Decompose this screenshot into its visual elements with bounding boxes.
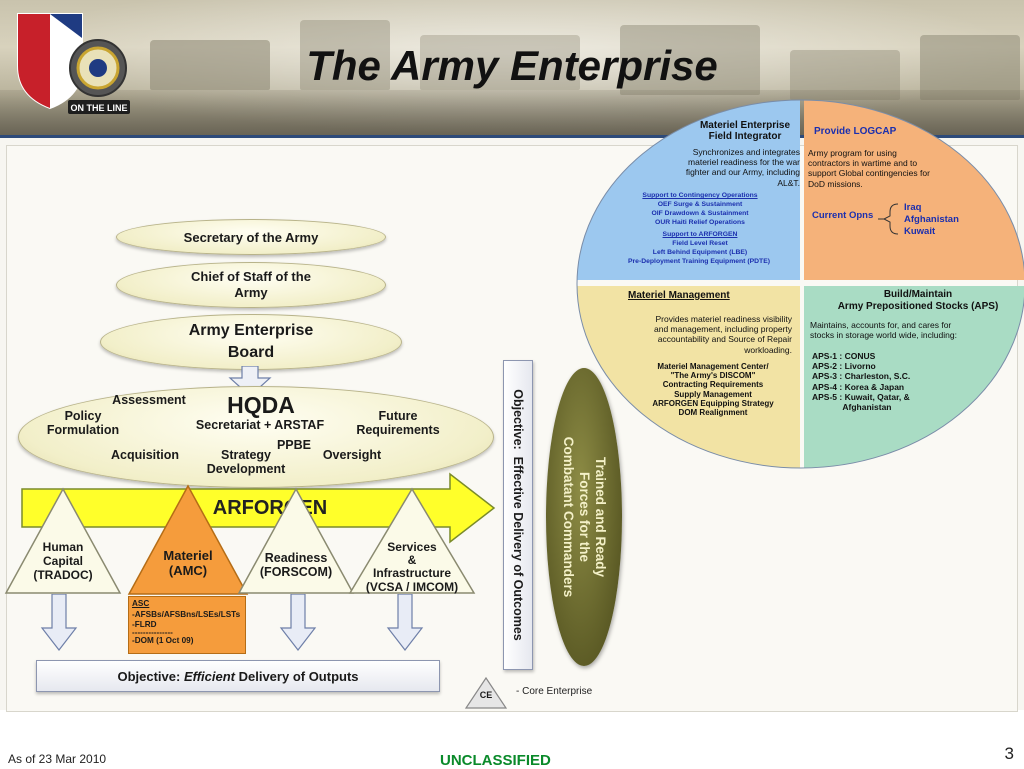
hqda-title: HQDA bbox=[227, 392, 295, 418]
tl-link2: Support to ARFORGEN bbox=[662, 231, 738, 238]
tr-title: Provide LOGCAP bbox=[814, 126, 897, 137]
army-enterprise-board-oval: Army Enterprise Board bbox=[100, 314, 402, 370]
effective-delivery-bar: Objective: Effective Delivery of Outcome… bbox=[503, 360, 533, 670]
br-title: Build/Maintain Army Prepositioned Stocks… bbox=[837, 289, 999, 312]
pillar-materiel bbox=[127, 484, 249, 595]
future-requirements-label: Future Requirements bbox=[356, 409, 440, 438]
strategy-label: Strategy Development bbox=[206, 448, 286, 477]
amc-box-line2: -AFSBs/AFSBns/LSEs/LSTs bbox=[132, 609, 241, 619]
amc-box-line4: --------------- bbox=[132, 627, 173, 637]
tl-title: Materiel Enterprise Field Integrator bbox=[699, 120, 791, 142]
readiness-label: Readiness (FORSCOM) bbox=[259, 551, 333, 580]
amc-box-line1: ASC bbox=[132, 599, 150, 608]
arforgen-arrow bbox=[21, 472, 496, 544]
oversight-label: Oversight bbox=[322, 448, 382, 462]
chief-label-2: Army bbox=[234, 285, 268, 300]
efficient-suffix: Delivery of Outputs bbox=[235, 668, 359, 684]
br-body: Maintains, accounts for, and cares for s… bbox=[810, 320, 957, 341]
hqda-oval bbox=[18, 386, 494, 488]
down-arrow-1 bbox=[40, 594, 78, 651]
tr-loc-1: Afghanistan bbox=[904, 214, 959, 225]
tl-item1-1: OIF Drawdown & Sustainment bbox=[651, 210, 749, 217]
bl-title: Materiel Management bbox=[628, 290, 730, 301]
secretary-label: Secretary of the Army bbox=[183, 229, 319, 245]
chief-label-1: Chief of Staff of the bbox=[191, 268, 311, 284]
materiel-label: Materiel (AMC) bbox=[163, 548, 213, 578]
bl-items: Materiel Management Center/ "The Army's … bbox=[652, 362, 774, 417]
down-arrow-3 bbox=[386, 594, 424, 651]
secretary-oval: Secretary of the Army bbox=[116, 219, 386, 255]
br-items: APS-1 : CONUS APS-2 : Livorno APS-3 : Ch… bbox=[812, 351, 911, 412]
header-banner bbox=[0, 0, 1024, 135]
services-label: Services & Infrastructure (VCSA / IMCOM) bbox=[365, 540, 459, 594]
assessment-label: Assessment bbox=[112, 393, 186, 407]
pillar-readiness bbox=[237, 487, 355, 594]
tl-item2-2: Pre-Deployment Training Equipment (PDTE) bbox=[628, 258, 770, 265]
tr-body: Army program for using contractors in wa… bbox=[808, 148, 930, 189]
tr-loc-0: Iraq bbox=[904, 202, 922, 213]
tr-current-opns: Current Opns bbox=[812, 210, 874, 221]
page-number: 3 bbox=[1004, 744, 1014, 763]
tl-item1-0: OEF Surge & Sustainment bbox=[657, 201, 743, 208]
chief-of-staff-oval: Chief of Staff of the Army bbox=[116, 262, 386, 308]
tr-loc-2: Kuwait bbox=[904, 226, 936, 237]
effective-label: Objective: Effective Delivery of Outcome… bbox=[511, 389, 525, 641]
board-label-1: Army Enterprise bbox=[188, 322, 314, 340]
header-divider bbox=[0, 135, 1024, 138]
legend-symbol: CE bbox=[479, 690, 493, 700]
trained-ready-oval: Trained and Ready Forces for the Combata… bbox=[546, 368, 622, 666]
amc-box-line3: -FLRD bbox=[132, 620, 157, 630]
tl-item2-0: Field Level Reset bbox=[672, 240, 728, 247]
human-capital-label: Human Capital (TRADOC) bbox=[33, 540, 93, 582]
legend-text: - Core Enterprise bbox=[516, 686, 593, 697]
pillar-services bbox=[348, 487, 476, 594]
efficient-delivery-bar: Objective: Efficient Delivery of Outputs bbox=[36, 660, 440, 692]
hqda-subtitle: Secretariat + ARSTAF bbox=[195, 418, 325, 432]
pillar-human-capital bbox=[4, 487, 122, 594]
tr-bracket bbox=[878, 203, 899, 235]
policy-label: Policy Formulation bbox=[46, 409, 120, 438]
acquisition-label: Acquisition bbox=[110, 448, 180, 462]
amc-box: ASC -AFSBs/AFSBns/LSEs/LSTs -FLRD ------… bbox=[128, 596, 246, 654]
tl-link1: Support to Contingency Operations bbox=[642, 192, 758, 199]
board-label-2: Board bbox=[227, 344, 275, 361]
amc-box-line5: -DOM (1 Oct 09) bbox=[132, 635, 194, 645]
tl-body: Synchronizes and integrates materiel rea… bbox=[685, 147, 800, 188]
amc-logo: ON THE LINE bbox=[17, 13, 130, 114]
footer-date: As of 23 Mar 2010 bbox=[8, 752, 107, 766]
slide-title: The Army Enterprise bbox=[306, 42, 718, 89]
legend-triangle bbox=[464, 676, 508, 709]
logo-text: ON THE LINE bbox=[70, 103, 127, 113]
efficient-emph: Efficient bbox=[183, 668, 235, 684]
quadrant-circle bbox=[576, 99, 1024, 469]
ppbe-label: PPBE bbox=[276, 438, 312, 452]
bl-body: Provides materiel readiness visibility a… bbox=[654, 314, 792, 355]
tl-item1-2: OUR Haiti Relief Operations bbox=[655, 219, 745, 226]
efficient-prefix: Objective: bbox=[117, 668, 184, 684]
down-arrow-2 bbox=[279, 594, 317, 651]
classification-label: UNCLASSIFIED bbox=[440, 752, 551, 769]
tl-item2-1: Left Behind Equipment (LBE) bbox=[652, 249, 748, 256]
